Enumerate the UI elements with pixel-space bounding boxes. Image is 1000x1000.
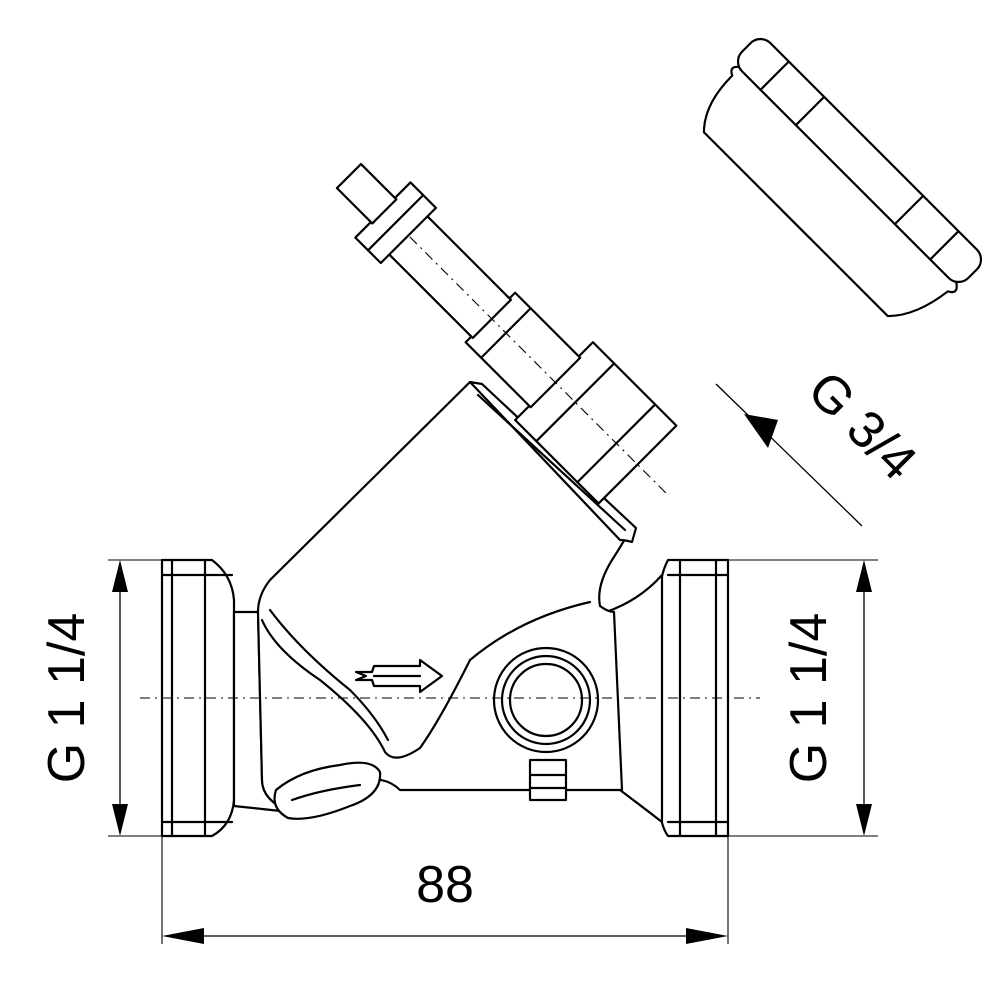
- valve-body: [256, 380, 638, 820]
- left-flange: [160, 558, 292, 838]
- dimension-left-thread: G 1 1/4: [38, 559, 162, 837]
- overall-length-label: 88: [416, 856, 474, 914]
- dimension-right-thread: G 1 1/4: [728, 559, 878, 837]
- right-thread-label: G 1 1/4: [780, 613, 838, 784]
- handwheel: [702, 37, 983, 318]
- left-thread-label: G 1 1/4: [38, 613, 96, 784]
- dimension-overall-length: 88: [161, 836, 729, 944]
- stem-thread-label: G 3/4: [797, 361, 928, 492]
- dimension-stem-thread: G 3/4: [715, 361, 928, 527]
- bonnet-assembly: [335, 162, 678, 505]
